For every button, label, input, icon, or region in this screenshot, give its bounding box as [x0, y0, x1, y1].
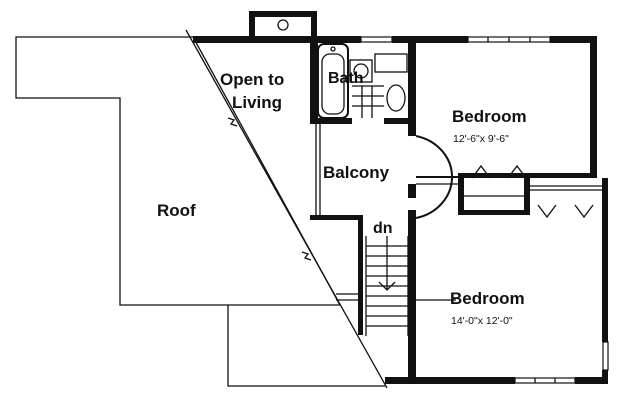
closet-doors — [464, 164, 602, 219]
windows — [360, 36, 609, 384]
balcony-rail — [315, 124, 458, 219]
bedroom-2-dimensions: 14'-0"x 12'-0" — [451, 315, 513, 327]
roof-outline — [15, 29, 388, 389]
chimney — [249, 11, 317, 39]
stairs-down-label: dn — [373, 220, 393, 237]
bedroom-1-label: Bedroom — [452, 107, 527, 126]
bedroom-1-dimensions: 12'-6"x 9'-6" — [453, 133, 509, 145]
roof-label: Roof — [157, 201, 196, 220]
walls — [193, 36, 608, 384]
balcony-label: Balcony — [323, 163, 390, 182]
bath-fixtures — [317, 43, 408, 119]
open-to-living-label-line2: Living — [232, 93, 282, 112]
bedroom-2-label: Bedroom — [450, 289, 525, 308]
open-to-living-label-line1: Open to — [220, 70, 284, 89]
bath-label: Bath — [328, 70, 364, 87]
stairs — [336, 236, 409, 336]
